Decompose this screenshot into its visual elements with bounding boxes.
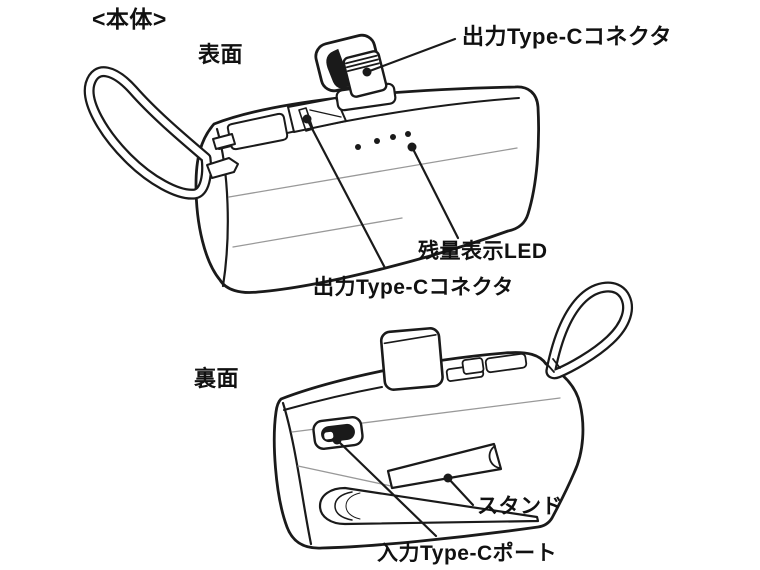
leader-line <box>365 37 457 74</box>
top-panel <box>226 112 289 151</box>
back-device-illustration <box>272 281 633 550</box>
front-callouts <box>302 37 460 270</box>
leader-line <box>335 438 438 538</box>
input-type-c-port <box>312 416 364 450</box>
connector-recess-edge <box>309 109 342 118</box>
stand-label: スタンド <box>477 495 563 518</box>
back-endcap-line <box>281 401 313 546</box>
callout-dot <box>332 435 342 445</box>
front-highlight-line-2 <box>232 217 403 248</box>
battery-led-label: 残量表示LED <box>418 240 548 263</box>
top-latch-parts <box>445 352 528 382</box>
front-highlight-line-1 <box>228 147 518 198</box>
back-crease-left <box>283 386 383 411</box>
folded-connector-box <box>379 327 444 391</box>
back-strap <box>545 281 633 380</box>
leader-line <box>446 476 475 507</box>
stand-bar <box>318 486 540 526</box>
callout-dot <box>302 114 312 124</box>
back-highlight-line-2 <box>297 465 392 487</box>
back-view-label: 裏面 <box>194 366 240 391</box>
output-connector-bottom-label: 出力Type-Cコネクタ <box>313 276 514 299</box>
stand-slot <box>386 442 503 490</box>
front-strap <box>83 66 239 200</box>
front-device-illustration <box>83 33 540 294</box>
output-connector-top-label: 出力Type-Cコネクタ <box>462 24 673 49</box>
callout-dot <box>362 67 372 77</box>
led-dots <box>355 131 411 150</box>
strap-anchor-bottom <box>206 157 239 179</box>
strap-anchor-top <box>212 133 236 150</box>
leader-line <box>305 117 387 270</box>
connector-recess <box>287 97 347 133</box>
strap-anchor <box>545 358 561 373</box>
leader-line <box>410 145 460 240</box>
callout-dot <box>443 473 453 483</box>
main-unit-heading: <本体> <box>92 6 167 32</box>
input-port-label: 入力Type-Cポート <box>377 542 558 565</box>
back-callouts <box>332 435 475 538</box>
front-view-label: 表面 <box>198 42 244 67</box>
callout-dot <box>407 142 417 152</box>
